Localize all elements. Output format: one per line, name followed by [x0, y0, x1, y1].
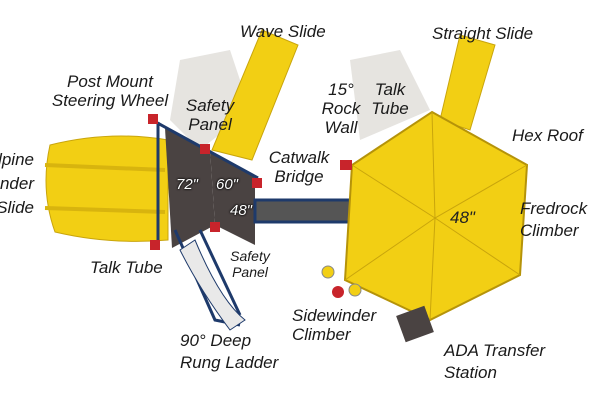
label-sidewinder-climber: Sidewinder Climber: [292, 306, 376, 344]
label-safety-panel-bottom: Safety Panel: [222, 248, 278, 280]
label-rock-wall: 15° Rock Wall: [318, 80, 364, 137]
label-line: Bridge: [274, 167, 324, 186]
label-line: Climber: [292, 325, 351, 344]
label-line: Catwalk: [268, 148, 330, 167]
label-fredrock-climber: Fredrock Climber: [520, 198, 587, 242]
ada-transfer-station: [396, 305, 434, 343]
wave-slide: [211, 29, 299, 161]
label-line: Panel: [188, 115, 232, 134]
label-line: Panel: [232, 264, 268, 280]
hex-deck-height: 48": [450, 208, 475, 227]
background-structure: [350, 50, 430, 140]
catwalk-bridge: [253, 198, 352, 224]
label-hex-roof: Hex Roof: [512, 126, 583, 145]
label-catwalk-bridge: Catwalk Bridge: [264, 148, 334, 186]
label-line: Sidewinder: [292, 306, 377, 325]
hex-roof: [343, 110, 529, 322]
label-alpine-thunder-slide: lpine under Slide: [0, 148, 34, 220]
label-straight-slide: Straight Slide: [432, 24, 534, 43]
label-wave-slide: Wave Slide: [240, 22, 326, 41]
label-safety-panel-top: Safety Panel: [180, 96, 240, 134]
label-line: Steering Wheel: [51, 91, 169, 110]
label-line: Talk: [374, 80, 406, 99]
posts: [148, 114, 352, 250]
alpine-thunder-slide: [45, 135, 169, 242]
label-line: Rung Ladder: [180, 353, 279, 372]
deck-height-48: 48": [230, 202, 253, 219]
label-line: ADA Transfer: [444, 341, 546, 360]
deck-60-48: [210, 150, 255, 245]
label-line: Station: [444, 363, 497, 382]
label-line: Tube: [371, 99, 409, 118]
label-line: lpine: [0, 150, 34, 169]
label-line: 90° Deep: [180, 331, 252, 350]
label-talk-tube-top: Talk Tube: [370, 80, 410, 118]
label-line: Wall: [324, 118, 358, 137]
label-line: Fredrock: [520, 199, 588, 218]
label-line: Safety: [230, 248, 270, 264]
label-line: Safety: [185, 96, 235, 115]
deck-72: [165, 128, 215, 248]
label-steering-wheel: Post Mount Steering Wheel: [50, 72, 170, 110]
straight-slide: [439, 34, 496, 131]
label-ada-transfer-station: ADA Transfer Station: [444, 340, 545, 384]
label-deep-rung-ladder: 90° Deep Rung Ladder: [180, 330, 278, 374]
label-line: Rock: [321, 99, 361, 118]
deck-height-72: 72": [176, 176, 199, 193]
label-line: Post Mount: [67, 72, 153, 91]
label-talk-tube-bottom: Talk Tube: [90, 258, 163, 277]
deck-height-60: 60": [216, 176, 239, 193]
label-line: Climber: [520, 221, 579, 240]
label-line: Slide: [0, 198, 34, 217]
label-line: 15°: [328, 80, 354, 99]
label-line: under: [0, 174, 34, 193]
